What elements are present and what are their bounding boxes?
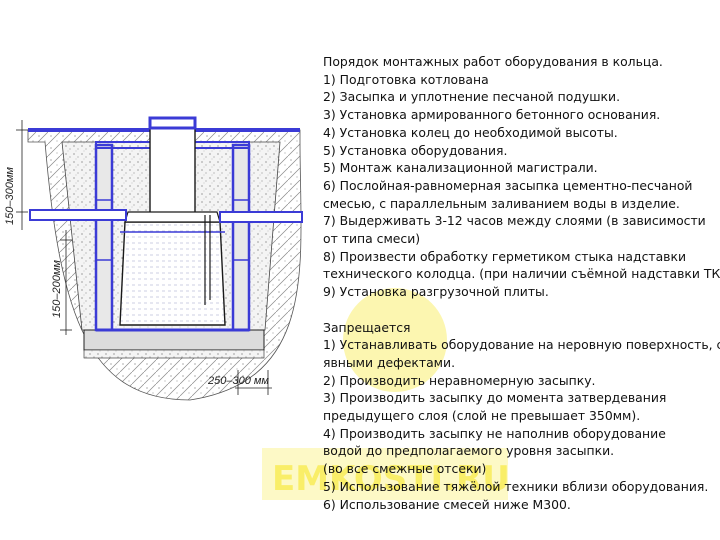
procedure-step: от типа смеси) <box>323 231 421 247</box>
procedure-title: Порядок монтажных работ оборудования в к… <box>323 54 663 69</box>
procedure-step: 5) Монтаж канализационной магистрали. <box>323 160 598 176</box>
procedure-step: 2) Засыпка и уплотнение песчаной подушки… <box>323 89 621 105</box>
prohibited-item: 5) Использование тяжёлой техники вблизи … <box>323 478 709 494</box>
procedure-step: 8) Произвести обработку герметиком стыка… <box>323 248 687 264</box>
procedure-step: смесью, с параллельным заливанием воды в… <box>323 195 680 211</box>
section-gap <box>323 301 715 319</box>
prohibited-item: водой до предполагаемого уровня засыпки. <box>323 443 615 459</box>
prohibited-title: Запрещается <box>323 319 411 335</box>
prohibited-item: 2) Производить неравномерную засыпку. <box>323 372 596 388</box>
procedure-step: 7) Выдерживать 3-12 часов между слоями (… <box>323 213 706 229</box>
sand-cushion <box>83 349 265 359</box>
instructions-panel: Порядок монтажных работ оборудования в к… <box>323 53 720 513</box>
procedure-step: 5) Установка оборудования. <box>323 142 508 158</box>
concrete-rings <box>94 141 251 332</box>
concrete-base <box>83 329 265 351</box>
prohibited-item: 6) Использование смесей ниже М300. <box>323 496 571 512</box>
prohibited-items: 1) Устанавливать оборудование на неровну… <box>323 336 720 513</box>
procedure-step: технического колодца. (при наличии съёмн… <box>323 266 720 282</box>
procedure-step: 3) Установка армированного бетонного осн… <box>323 107 661 123</box>
prohibited-item: 3) Производить засыпку до момента затвер… <box>323 390 667 406</box>
watermark: EMKOSTI.RU <box>262 288 510 500</box>
procedure-steps: 1) Подготовка котлована 2) Засыпка и упл… <box>323 71 720 301</box>
prohibited-item: предыдущего слоя (слой не превышает 350м… <box>323 408 641 424</box>
watermark-text: EMKOSTI.RU <box>272 459 510 499</box>
procedure-step: 1) Подготовка котлована <box>323 71 489 87</box>
prohibited-item: 4) Производить засыпку не наполнив обору… <box>323 425 666 441</box>
dimension-lines <box>16 120 272 395</box>
procedure-step: 4) Установка колец до необходимой высоты… <box>323 124 618 140</box>
dim-clearance: 250–300 мм <box>207 375 269 387</box>
procedure-step: 6) Послойная-равномерная засыпка цементн… <box>323 177 693 193</box>
dim-side-fill: 150–200мм <box>51 260 63 318</box>
prohibited-item: 1) Устанавливать оборудование на неровну… <box>323 337 720 353</box>
equipment-tank <box>119 116 226 326</box>
dim-top-layer: 150–300мм <box>4 167 16 225</box>
prohibited-item: явными дефектами. <box>323 354 456 370</box>
procedure-step: 9) Установка разгрузочной плиты. <box>323 284 549 300</box>
prohibited-item: (во все смежные отсеки) <box>323 461 487 477</box>
sewer-pipe <box>29 209 303 223</box>
